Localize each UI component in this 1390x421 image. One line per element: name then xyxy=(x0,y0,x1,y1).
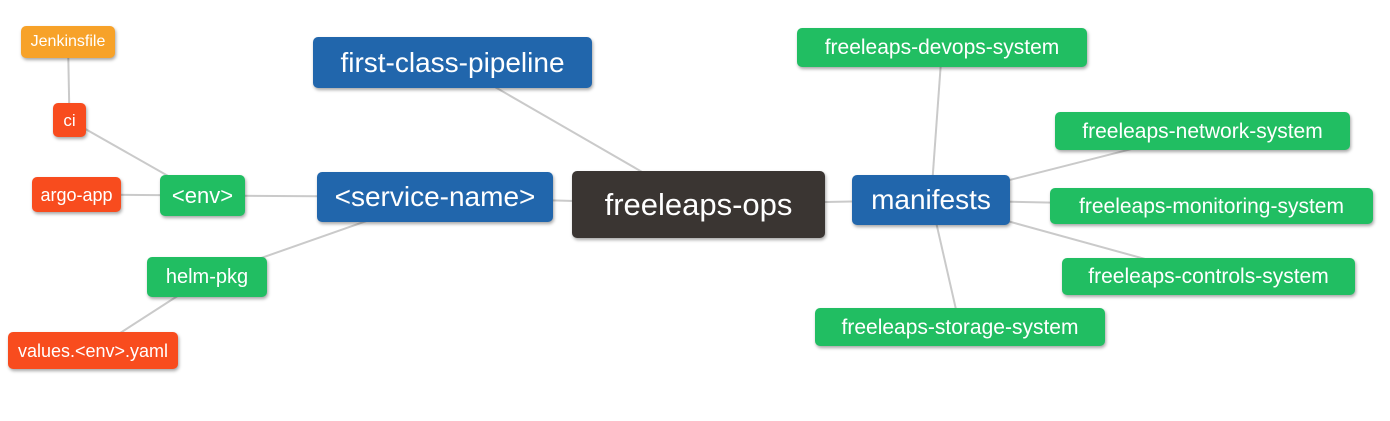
node-env[interactable]: <env> xyxy=(160,175,245,216)
node-freeleaps-controls-system[interactable]: freeleaps-controls-system xyxy=(1062,258,1355,295)
node-freeleaps-network-system[interactable]: freeleaps-network-system xyxy=(1055,112,1350,150)
node-ci[interactable]: ci xyxy=(53,103,86,137)
node-values-env-yaml[interactable]: values.<env>.yaml xyxy=(8,332,178,369)
node-manifests[interactable]: manifests xyxy=(852,175,1010,225)
edge-manifests-freeleaps-devops-system xyxy=(930,47,943,201)
node-first-class-pipeline[interactable]: first-class-pipeline xyxy=(313,37,592,88)
node-freeleaps-monitoring-system[interactable]: freeleaps-monitoring-system xyxy=(1050,188,1373,224)
node-freeleaps-devops-system[interactable]: freeleaps-devops-system xyxy=(797,28,1087,67)
node-argo-app[interactable]: argo-app xyxy=(32,177,121,212)
node-service-name[interactable]: <service-name> xyxy=(317,172,553,222)
node-freeleaps-storage-system[interactable]: freeleaps-storage-system xyxy=(815,308,1105,346)
node-helm-pkg[interactable]: helm-pkg xyxy=(147,257,267,297)
node-jenkinsfile[interactable]: Jenkinsfile xyxy=(21,26,115,58)
node-freeleaps-ops[interactable]: freeleaps-ops xyxy=(572,171,825,238)
